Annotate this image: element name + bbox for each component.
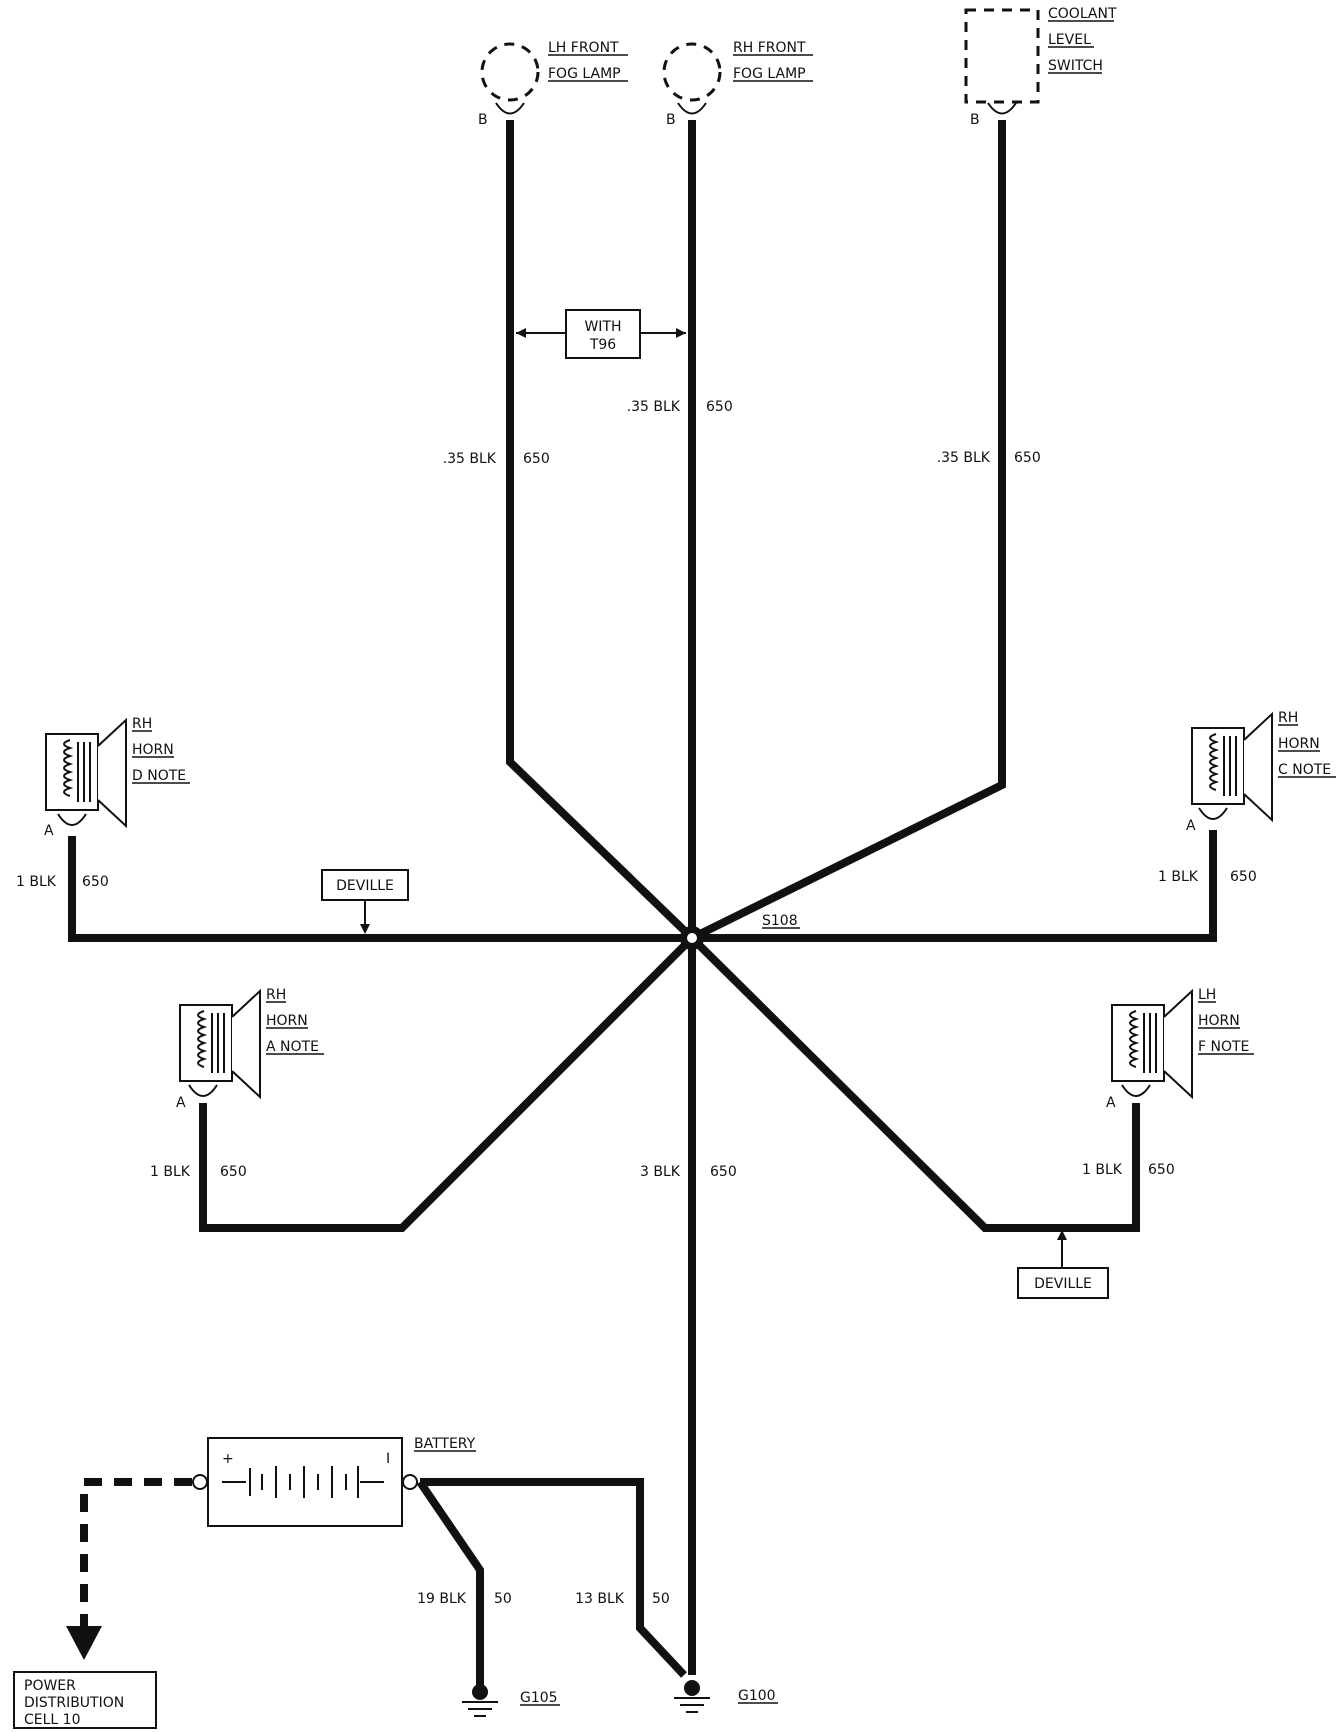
horn-a-label-2: HORN — [266, 1013, 308, 1029]
wire-circuit: 650 — [1014, 450, 1041, 466]
wire-batt-g100 — [420, 1478, 687, 1678]
battery-minus: I — [386, 1451, 390, 1467]
wire-gauge: 1 BLK — [1082, 1162, 1123, 1178]
wire-circuit: 650 — [706, 399, 733, 415]
ground-g100: G100 — [674, 1680, 778, 1713]
deville-left-callout: DEVILLE — [321, 869, 409, 934]
wire-gauge: 19 BLK — [417, 1591, 467, 1607]
wire-gauge: 3 BLK — [640, 1164, 681, 1180]
wire-circuit: 50 — [652, 1591, 670, 1607]
ground-g105-label: G105 — [520, 1690, 558, 1706]
horn-f-label-2: HORN — [1198, 1013, 1240, 1029]
rh-fog-label-1: RH FRONT — [733, 40, 806, 56]
wire-gauge: .35 BLK — [937, 450, 991, 466]
power-dist-line2: DISTRIBUTION — [24, 1695, 124, 1711]
horn-c-pin: A — [1186, 818, 1196, 834]
wire-circuit: 650 — [710, 1164, 737, 1180]
coolant-label-3: SWITCH — [1048, 58, 1103, 74]
battery-label: BATTERY — [414, 1436, 476, 1452]
ground-g100-label: G100 — [738, 1688, 776, 1704]
rh-horn-a-note: A RH HORN A NOTE — [176, 987, 324, 1111]
rh-horn-d-note: A RH HORN D NOTE — [44, 716, 190, 839]
wire-batt-g105 — [416, 1479, 484, 1688]
coolant-label-1: COOLANT — [1048, 6, 1117, 22]
lh-fog-label-2: FOG LAMP — [548, 66, 621, 82]
wire-circuit: 650 — [523, 451, 550, 467]
with-t96-callout: WITH T96 — [516, 309, 686, 359]
wire-lh-fog — [506, 120, 695, 941]
wire-horn-f — [689, 935, 1140, 1232]
battery: + I BATTERY — [192, 1436, 476, 1527]
horn-f-label-1: LH — [1198, 987, 1216, 1003]
wire-gauge: 1 BLK — [16, 874, 57, 890]
horn-d-label-3: D NOTE — [132, 768, 186, 784]
wire-gauge: 13 BLK — [575, 1591, 625, 1607]
wire-gauge: .35 BLK — [627, 399, 681, 415]
ground-g105: G105 — [462, 1684, 560, 1717]
splice-label: S108 — [762, 913, 798, 929]
wire-circuit: 50 — [494, 1591, 512, 1607]
wire-gauge: .35 BLK — [443, 451, 497, 467]
with-t96-line1: WITH — [584, 319, 621, 335]
wire-coolant — [690, 120, 1006, 942]
horn-f-label-3: F NOTE — [1198, 1039, 1249, 1055]
power-dist-line1: POWER — [24, 1678, 76, 1694]
wire-circuit: 650 — [82, 874, 109, 890]
horn-a-label-1: RH — [266, 987, 286, 1003]
coolant-label-2: LEVEL — [1048, 32, 1091, 48]
lh-fog-label-1: LH FRONT — [548, 40, 619, 56]
horn-d-pin: A — [44, 823, 54, 839]
with-t96-line2: T96 — [589, 337, 616, 353]
wire-gauge: 1 BLK — [1158, 869, 1199, 885]
horn-d-label-2: HORN — [132, 742, 174, 758]
rh-fog-label-2: FOG LAMP — [733, 66, 806, 82]
wire-horn-c — [692, 830, 1217, 942]
lh-fog-lamp: B LH FRONT FOG LAMP — [478, 40, 628, 128]
power-dist-line3: CELL 10 — [24, 1712, 81, 1728]
horn-d-label-1: RH — [132, 716, 152, 732]
deville-right-text: DEVILLE — [1034, 1276, 1092, 1292]
horn-f-pin: A — [1106, 1095, 1116, 1111]
power-dist-feed — [80, 1478, 192, 1630]
deville-right-callout: DEVILLE — [1017, 1230, 1109, 1299]
horn-a-pin: A — [176, 1095, 186, 1111]
rh-fog-lamp: B RH FRONT FOG LAMP — [662, 40, 813, 128]
horn-c-label-3: C NOTE — [1278, 762, 1331, 778]
arrow-down-icon — [66, 1626, 102, 1660]
lh-fog-pin: B — [478, 112, 488, 128]
wire-gauge: 1 BLK — [150, 1164, 191, 1180]
battery-plus: + — [222, 1451, 234, 1467]
power-distribution-box: POWER DISTRIBUTION CELL 10 — [13, 1671, 157, 1729]
deville-left-text: DEVILLE — [336, 878, 394, 894]
wire-horn-a — [199, 935, 695, 1232]
lh-horn-f-note: A LH HORN F NOTE — [1106, 987, 1254, 1111]
coolant-level-switch: B COOLANT LEVEL SWITCH — [964, 6, 1117, 128]
rh-fog-pin: B — [666, 112, 676, 128]
wire-circuit: 650 — [220, 1164, 247, 1180]
coolant-pin: B — [970, 112, 980, 128]
horn-a-label-3: A NOTE — [266, 1039, 319, 1055]
horn-c-label-2: HORN — [1278, 736, 1320, 752]
horn-c-label-1: RH — [1278, 710, 1298, 726]
rh-horn-c-note: A RH HORN C NOTE — [1186, 710, 1336, 834]
wire-horn-d — [68, 836, 692, 942]
wire-circuit: 650 — [1148, 1162, 1175, 1178]
wire-circuit: 650 — [1230, 869, 1257, 885]
